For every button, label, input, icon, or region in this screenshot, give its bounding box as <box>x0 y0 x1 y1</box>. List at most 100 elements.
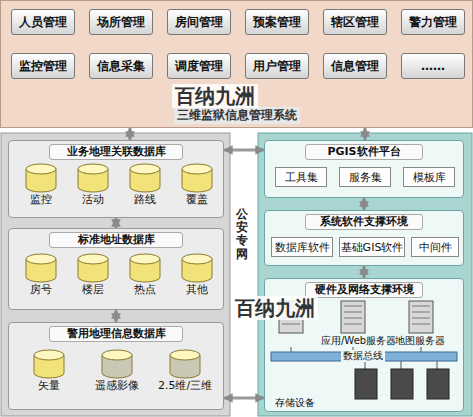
function-button: 预案管理 <box>245 9 309 35</box>
watermark: 百纳九洲 <box>232 296 318 320</box>
function-button: 信息采集 <box>89 53 153 79</box>
item-label: 服务集 <box>349 170 382 185</box>
function-button: 房间管理 <box>167 9 231 35</box>
watermark: 百纳九洲 <box>172 84 258 108</box>
database-box: 标准地址数据库房号楼层热点其他 <box>8 228 224 310</box>
cylinder-top <box>170 350 200 360</box>
cylinder-top <box>34 350 64 360</box>
button-label: 人员管理 <box>19 14 67 31</box>
double-arrow <box>129 128 132 140</box>
cylinder-shape <box>127 253 163 283</box>
server-icon <box>409 301 433 333</box>
heading: 系统软件支撑环境 <box>305 214 423 230</box>
cylinder-shape <box>127 163 163 193</box>
storage-icon <box>427 369 449 399</box>
double-arrow <box>224 149 264 152</box>
server-slot <box>344 312 362 313</box>
function-button: 用户管理 <box>245 53 309 79</box>
cylinder-top <box>78 254 108 264</box>
cylinder-top <box>26 164 56 174</box>
function-button: 调度管理 <box>167 53 231 79</box>
heading: 硬件及网络支撑环境 <box>305 282 423 298</box>
platform-box: PGIS软件平台工具集服务集模板库 <box>264 140 464 198</box>
cylinder-shape <box>31 349 67 379</box>
button-label: 调度管理 <box>175 58 223 75</box>
function-button: 警力管理 <box>401 9 465 35</box>
item-label: 矢量 <box>17 379 81 392</box>
bus-wire <box>401 361 402 369</box>
server-slot <box>412 318 430 319</box>
heading: 三维监狱信息管理系统 <box>174 107 300 124</box>
storage-icon <box>391 369 413 399</box>
item-label: 房号 <box>19 283 63 296</box>
device-label: 应用/Web服务器 <box>321 335 396 347</box>
server-slot <box>282 324 300 325</box>
button-label: 场所管理 <box>97 14 145 31</box>
bus-wire <box>291 347 292 352</box>
item-label: 模板库 <box>413 170 446 185</box>
item-label: 路线 <box>123 193 167 206</box>
function-button: …… <box>401 53 465 79</box>
server-slot <box>412 324 430 325</box>
cylinder-shape <box>179 253 215 283</box>
network-label: 公安专网 <box>236 208 248 261</box>
button-label: 信息采集 <box>97 58 145 75</box>
data-panel <box>1 133 230 416</box>
double-arrow <box>224 397 264 400</box>
database-cylinder: 路线 <box>123 163 167 211</box>
bus-wire <box>365 361 366 369</box>
double-arrow <box>363 266 366 278</box>
item-label: 数据库软件 <box>275 240 330 255</box>
cylinder-shape <box>99 349 135 379</box>
cylinder-top <box>102 350 132 360</box>
server-slot <box>344 306 362 307</box>
heading: 警用地理信息数据库 <box>49 326 183 342</box>
cylinder-top <box>130 254 160 264</box>
function-button: 监控管理 <box>11 53 75 79</box>
item-label: 2.5维/三维 <box>153 379 217 392</box>
database-cylinder: 楼层 <box>71 253 115 301</box>
double-arrow <box>115 218 118 228</box>
database-cylinder: 活动 <box>71 163 115 211</box>
item-label: 工具集 <box>285 170 318 185</box>
database-box: 警用地理信息数据库矢量遥感影像 2.5维/三维 <box>8 322 224 410</box>
function-button: 人员管理 <box>11 9 75 35</box>
server-slot <box>344 324 362 325</box>
cylinder-shape <box>75 253 111 283</box>
database-cylinder: 其他 <box>175 253 219 301</box>
button-label: 辖区管理 <box>331 14 379 31</box>
double-arrow <box>364 128 367 140</box>
function-button: 场所管理 <box>89 9 153 35</box>
database-cylinder: 2.5维/三维 <box>153 349 217 399</box>
item-label: 覆盖 <box>175 193 219 206</box>
bus-wire <box>421 347 422 352</box>
device-label: 存储设备 <box>275 397 315 409</box>
heading: 标准地址数据库 <box>49 232 183 248</box>
function-button: 辖区管理 <box>323 9 387 35</box>
server-slot <box>344 318 362 319</box>
cylinder-shape <box>23 253 59 283</box>
device-label: 地图服务器 <box>395 335 445 347</box>
cylinder-top <box>130 164 160 174</box>
item-label: 监控 <box>19 193 63 206</box>
module-box: 中间件 <box>411 237 459 257</box>
button-label: 监控管理 <box>19 58 67 75</box>
cylinder-shape <box>23 163 59 193</box>
database-cylinder: 监控 <box>19 163 63 211</box>
button-label: …… <box>421 59 445 73</box>
button-label: 信息管理 <box>331 58 379 75</box>
cylinder-top <box>78 164 108 174</box>
button-label: 房间管理 <box>175 14 223 31</box>
database-cylinder: 遥感影像 <box>85 349 149 399</box>
database-cylinder: 热点 <box>123 253 167 301</box>
module-box: 数据库软件 <box>271 237 333 257</box>
cylinder-shape <box>75 163 111 193</box>
item-label: 其他 <box>175 283 219 296</box>
item-label: 基础GIS软件 <box>341 240 404 255</box>
heading: 业务地理关联数据库 <box>49 144 183 160</box>
double-arrow <box>115 310 118 322</box>
bus-wire <box>437 361 438 369</box>
module-box: 基础GIS软件 <box>339 237 405 257</box>
bus-label: 数据总线 <box>341 350 385 362</box>
database-cylinder: 覆盖 <box>175 163 219 211</box>
